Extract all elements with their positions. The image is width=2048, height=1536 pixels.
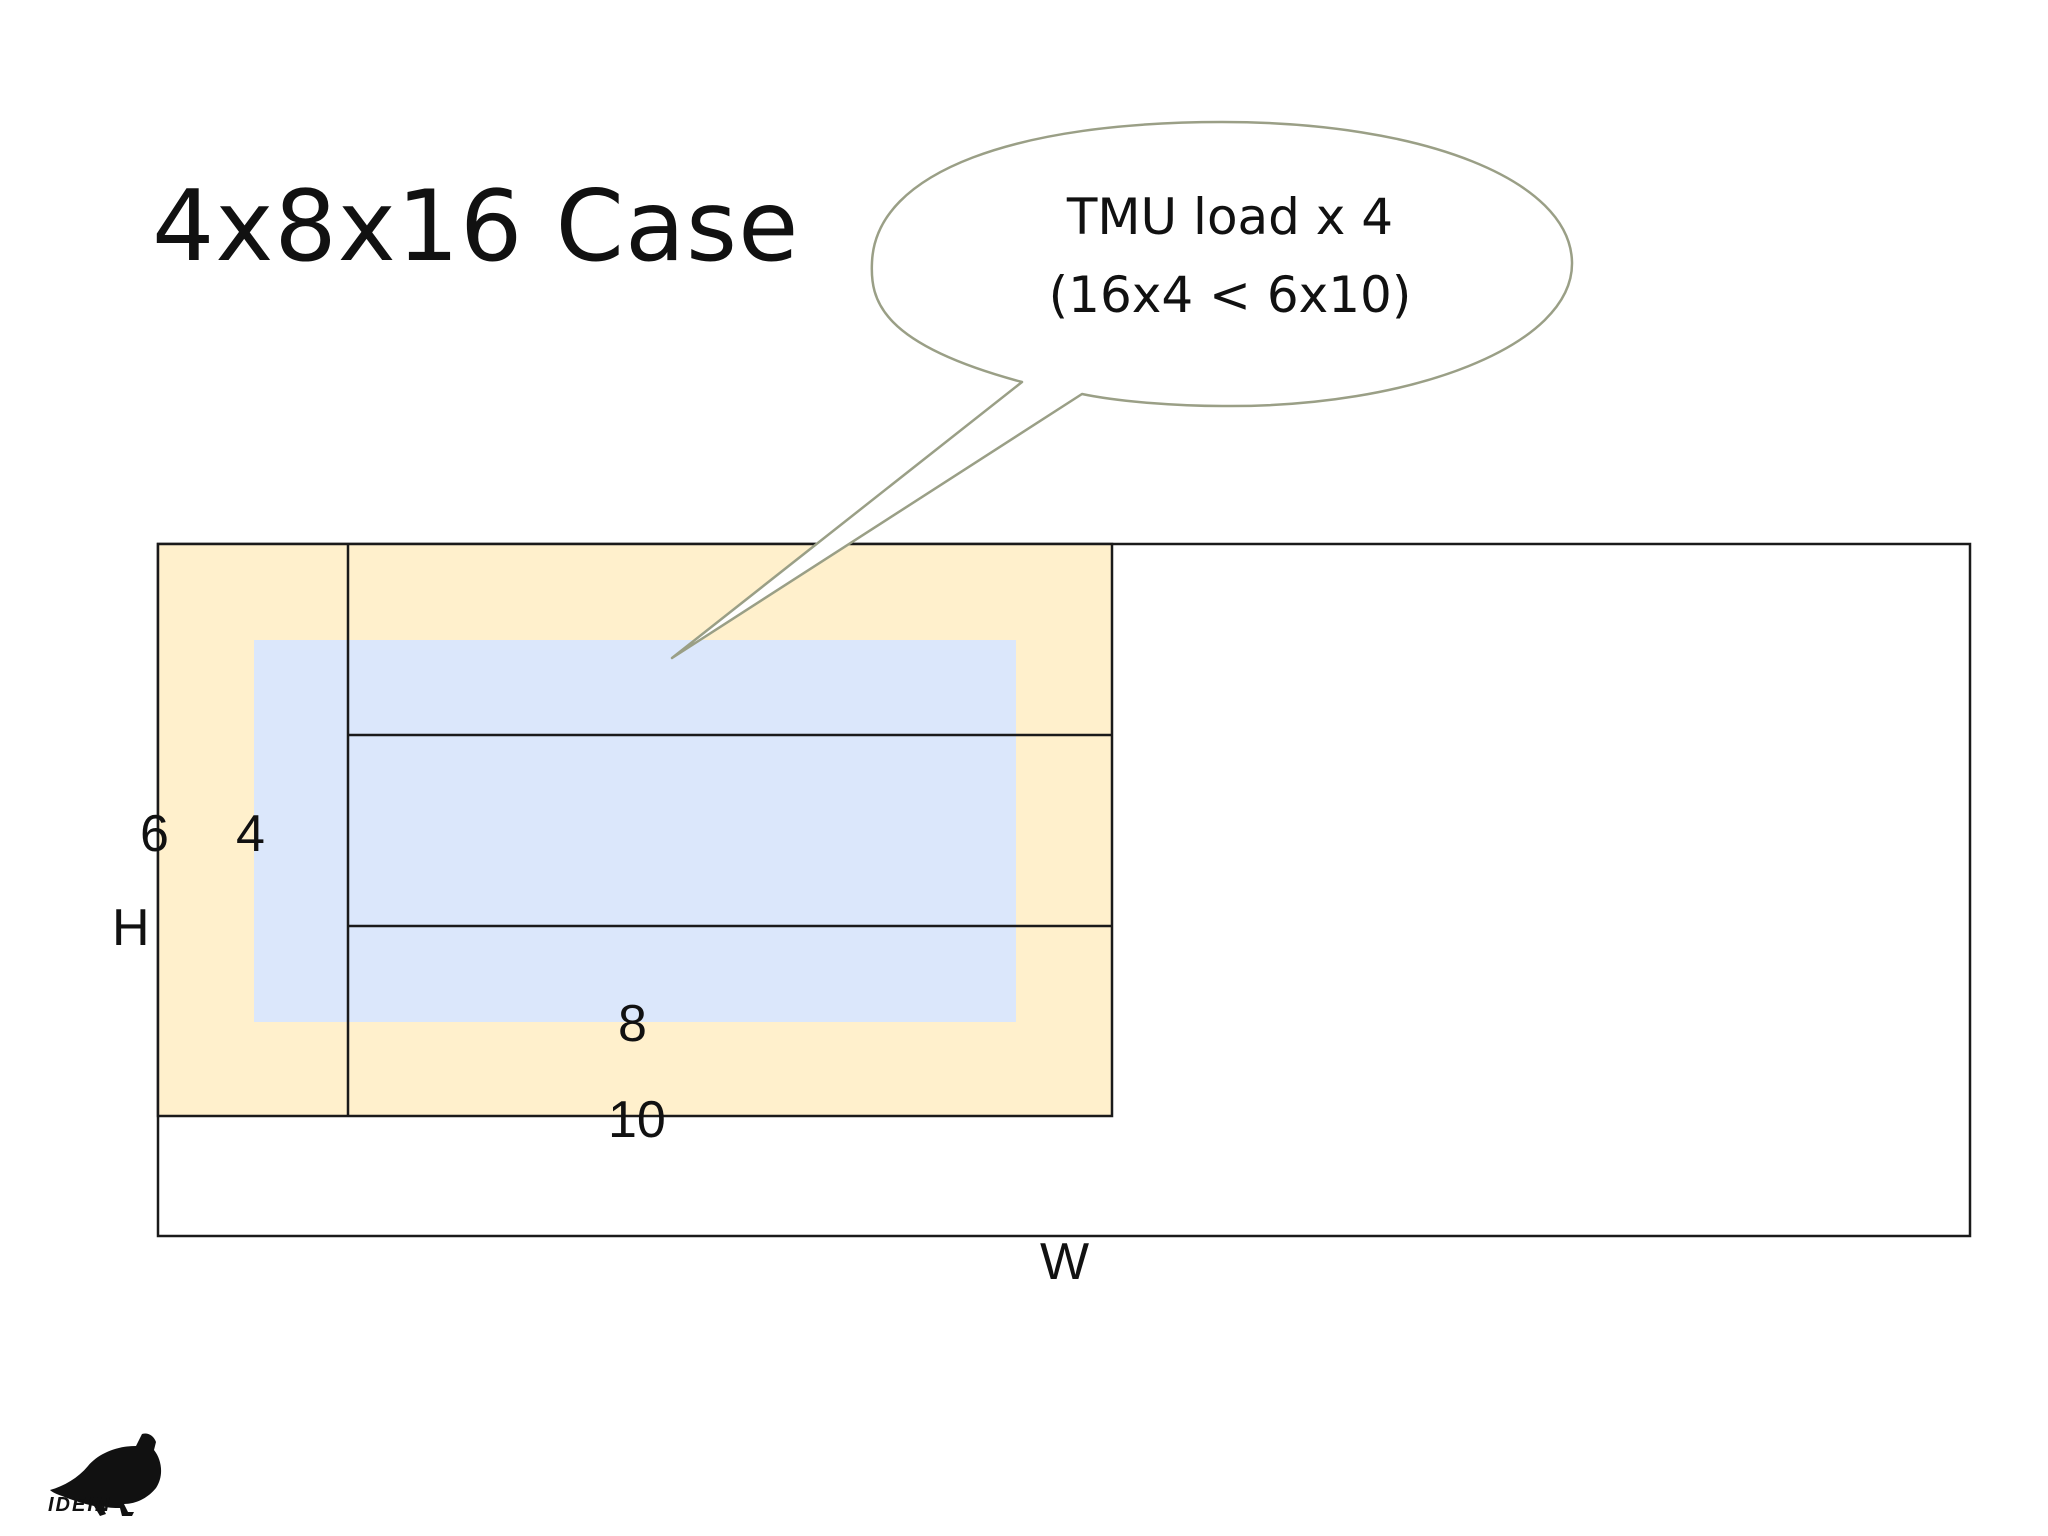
region-4x8 [254,640,1016,1022]
label-8: 8 [618,995,647,1053]
label-h: H [112,899,150,957]
label-w: W [1040,1233,1090,1291]
label-10: 10 [608,1091,666,1149]
label-4: 4 [236,805,265,863]
label-6: 6 [140,805,169,863]
slide-title: 4x8x16 Case [152,170,800,284]
callout-bubble [670,120,1574,660]
logo-text: IDEIN [48,1494,112,1516]
callout-line-2: (16x4 < 6x10) [1048,266,1412,324]
callout-line-1: TMU load x 4 [1066,188,1394,246]
callout-text: TMU load x 4 (16x4 < 6x10) [1020,178,1440,334]
crow-icon [50,1433,162,1516]
